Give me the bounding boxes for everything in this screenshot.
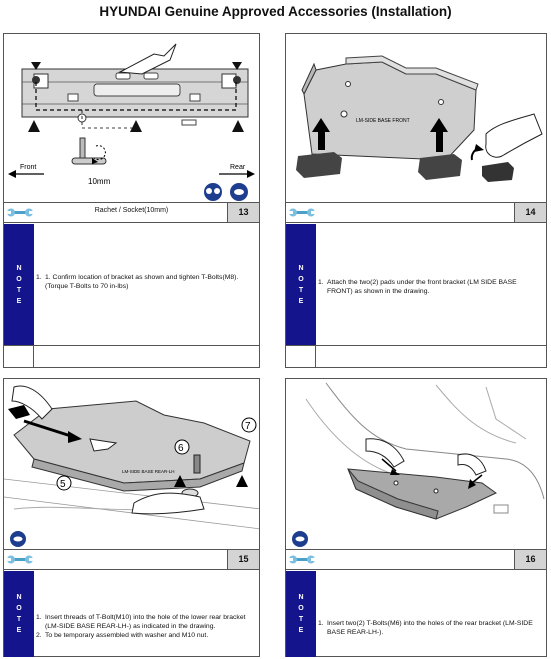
tool-row: 15	[4, 550, 259, 570]
tool-row: Rachet / Socket(10mm) 13	[4, 203, 259, 223]
single-person-icon	[10, 531, 26, 547]
step-panel-13: Front Rear 10mm Rachet / Socket(10mm) 13…	[3, 33, 260, 368]
note-text: 1.Insert two(2) T-Bolts(M6) into the hol…	[318, 620, 533, 636]
two-person-icon	[204, 183, 222, 201]
footer-row	[4, 345, 259, 367]
wrench-icon	[7, 555, 33, 564]
rear-label: Rear	[230, 164, 246, 171]
tool-text: Rachet / Socket(10mm)	[94, 207, 169, 214]
note-text: 1.1. Confirm location of bracket as show…	[36, 274, 239, 290]
front-label: Front	[20, 164, 36, 171]
footer-row	[286, 345, 546, 367]
tool-row: 14	[286, 203, 546, 223]
socket-size-label: 10mm	[88, 177, 111, 186]
step-16-illustration	[286, 379, 546, 550]
step-panel-15: 6 7 5 LM-SIDE BASE REAR-LH 15	[3, 378, 260, 657]
step-15-illustration: 6 7 5 LM-SIDE BASE REAR-LH	[4, 379, 259, 550]
wrench-icon	[289, 208, 315, 217]
callout-6: 6	[178, 443, 184, 454]
single-person-icon	[230, 183, 248, 201]
tool-row: 16	[286, 550, 546, 570]
part-label: LM-SIDE BASE REAR-LH	[122, 469, 175, 474]
callout-7: 7	[245, 421, 251, 432]
step-number: 13	[227, 203, 259, 222]
wrench-icon	[289, 555, 315, 564]
wrench-icon	[7, 208, 33, 217]
step-14-illustration: LM-SIDE BASE FRONT	[286, 34, 546, 203]
note-text: 1.Attach the two(2) pads under the front…	[318, 279, 517, 295]
single-person-icon	[292, 531, 308, 547]
step-number: 16	[514, 550, 546, 569]
step-number: 15	[227, 550, 259, 569]
note-text: 1.Insert threads of T-Bolt(M10) into the…	[36, 614, 246, 639]
callout-5: 5	[60, 479, 66, 490]
step-number: 14	[514, 203, 546, 222]
step-13-illustration: Front Rear 10mm	[4, 34, 259, 203]
page-title: HYUNDAI Genuine Approved Accessories (In…	[99, 4, 452, 19]
part-label: LM-SIDE BASE FRONT	[356, 118, 410, 124]
